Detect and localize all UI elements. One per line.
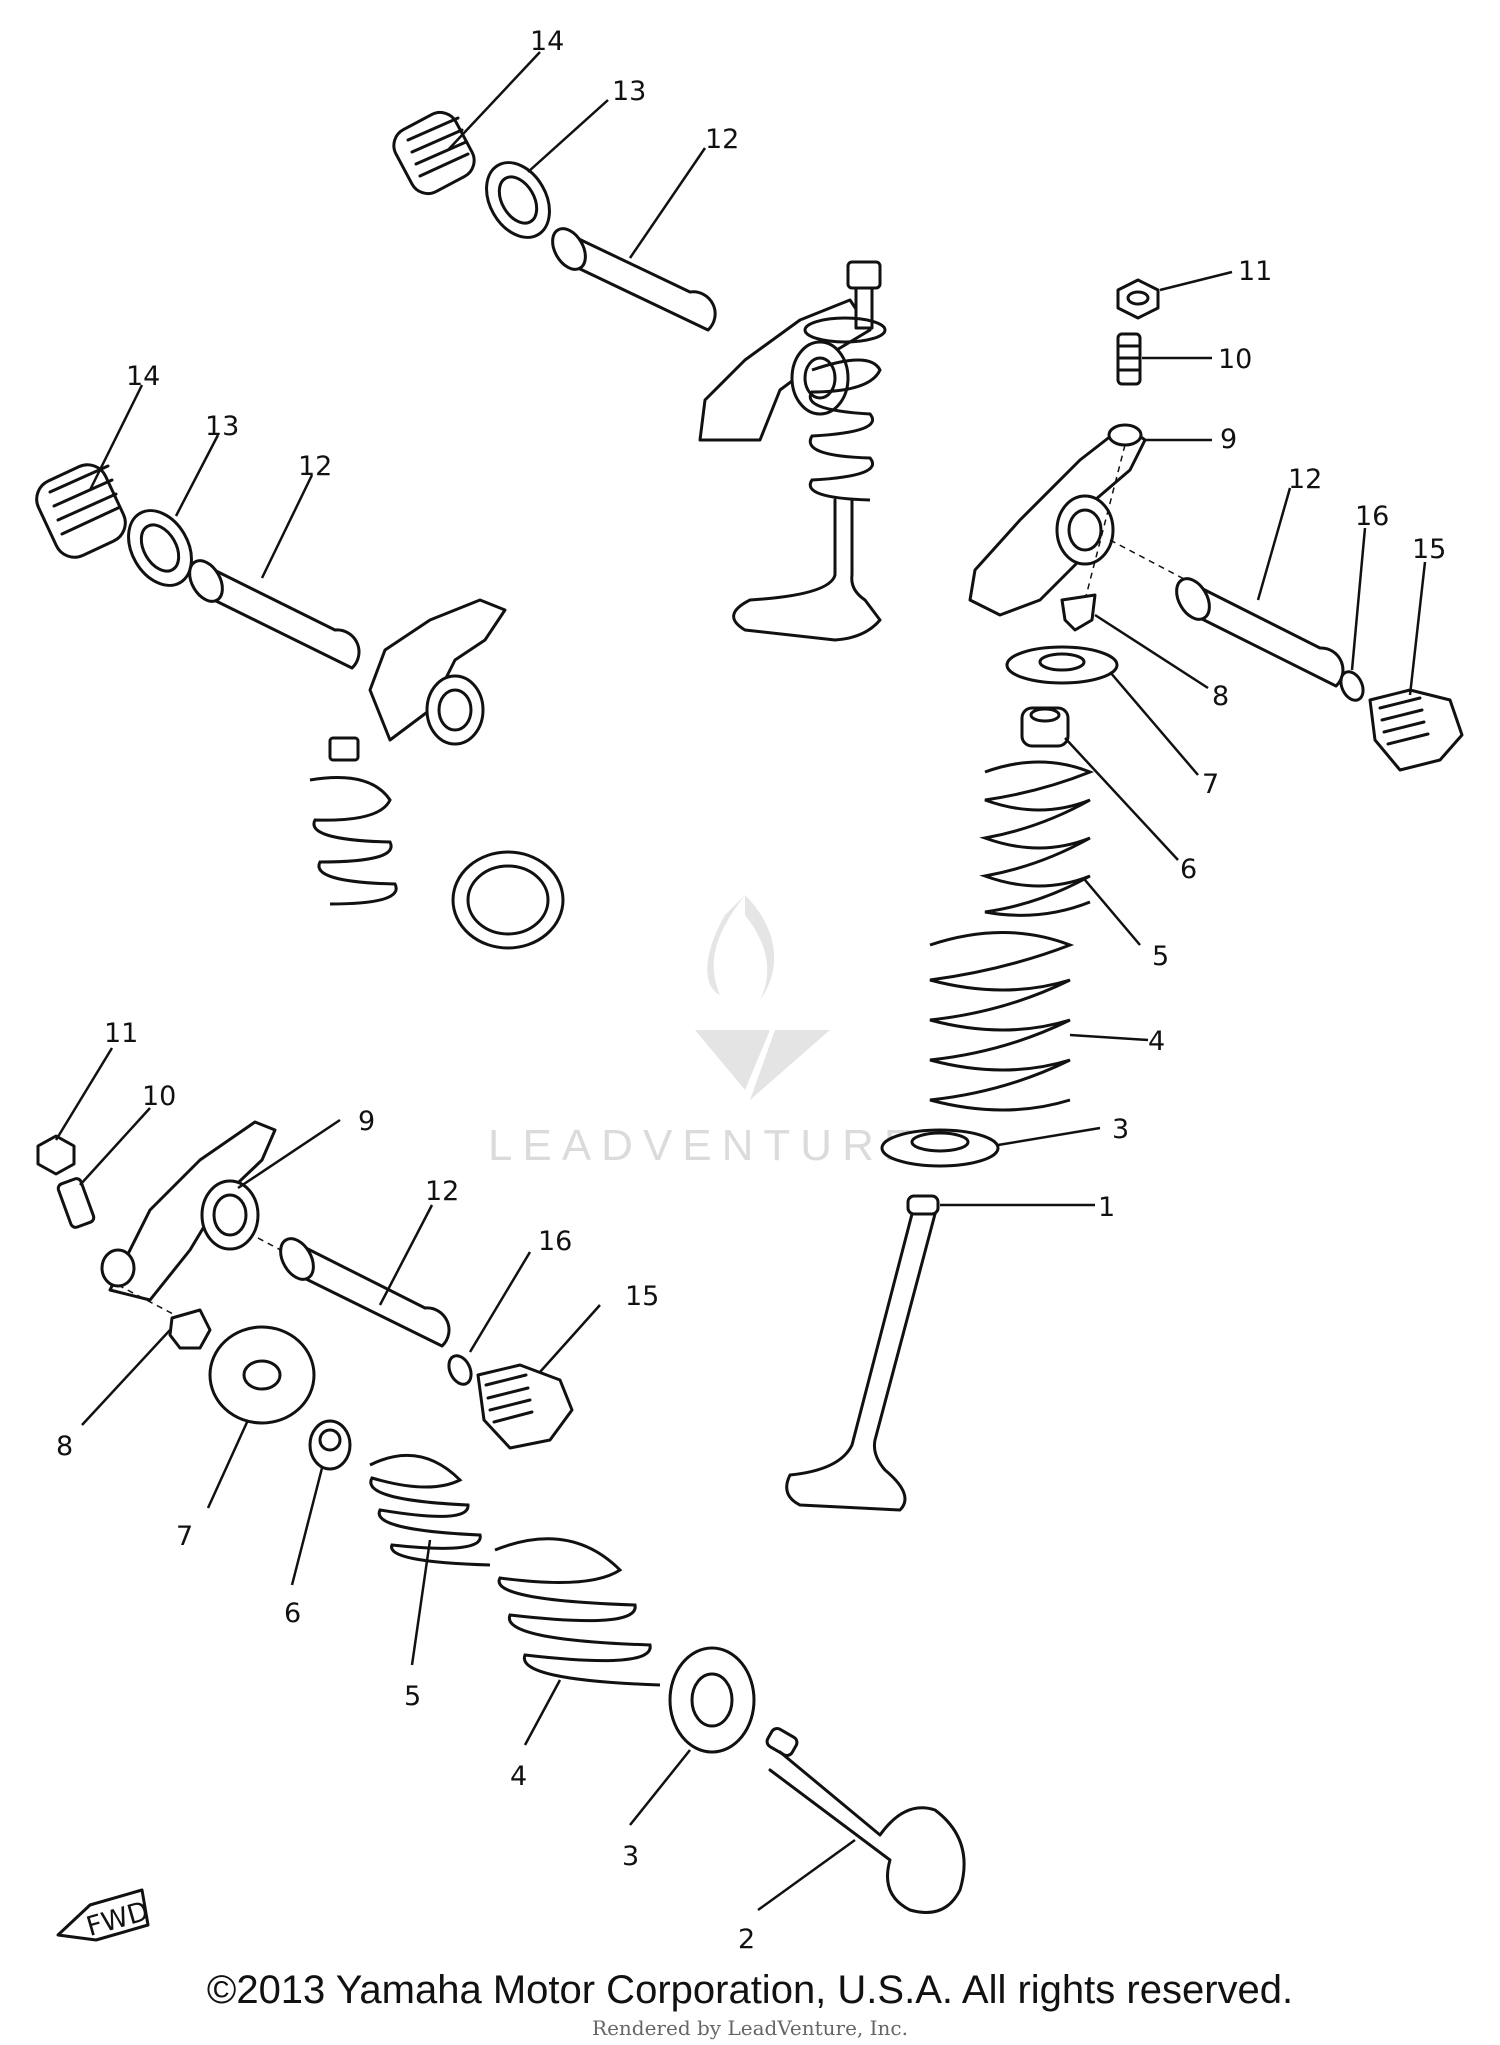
right-seat-3 xyxy=(880,1128,1000,1168)
bottom-seal-6 xyxy=(308,1419,352,1471)
left-washer-13 xyxy=(127,509,193,587)
bottom-plug-15 xyxy=(476,1363,574,1450)
watermark-text: LEADVENTURE xyxy=(488,1121,923,1170)
callout-13: 13 xyxy=(612,76,646,107)
top-valve-assembly xyxy=(732,260,887,642)
callout-4: 4 xyxy=(1148,1026,1165,1057)
callout-3: 3 xyxy=(1112,1114,1129,1145)
bottom-rocker-arm-9 xyxy=(100,1120,277,1302)
right-outer-spring-4 xyxy=(929,931,1075,1112)
right-seal-6 xyxy=(1020,706,1070,748)
watermark-v-icon xyxy=(695,1030,830,1100)
callout-3: 3 xyxy=(622,1841,639,1872)
bottom-valve-2 xyxy=(765,1727,966,1914)
callout-1: 1 xyxy=(1098,1192,1115,1223)
left-shaft-12 xyxy=(188,559,361,670)
callout-14: 14 xyxy=(530,26,564,57)
top-plug-14 xyxy=(392,110,476,196)
callout-8: 8 xyxy=(1212,681,1229,712)
left-rocker-arm xyxy=(368,598,507,746)
callout-labels: 14 13 12 14 13 12 11 10 9 12 16 15 8 7 6… xyxy=(56,26,1446,1955)
callout-9: 9 xyxy=(1220,424,1237,455)
bottom-shaft-12 xyxy=(279,1237,451,1348)
callout-7: 7 xyxy=(176,1521,193,1552)
callout-9: 9 xyxy=(358,1106,375,1137)
bottom-seat-3 xyxy=(668,1646,756,1754)
callout-11: 11 xyxy=(104,1018,138,1049)
bottom-pad-8 xyxy=(168,1308,212,1350)
callout-15: 15 xyxy=(625,1281,659,1312)
right-oring-16 xyxy=(1339,670,1365,702)
callout-12: 12 xyxy=(705,124,739,155)
right-valve-1 xyxy=(785,1194,940,1512)
callout-10: 10 xyxy=(1218,344,1252,375)
rendered-by-note: Rendered by LeadVenture, Inc. xyxy=(592,2016,908,2040)
callout-5: 5 xyxy=(404,1681,421,1712)
callout-12: 12 xyxy=(1288,464,1322,495)
right-pad-8 xyxy=(1060,593,1097,632)
right-inner-spring-5 xyxy=(979,760,1095,917)
callout-16: 16 xyxy=(538,1226,572,1257)
top-shaft-12 xyxy=(551,227,717,332)
left-valve-assembly xyxy=(309,736,565,950)
callout-4: 4 xyxy=(510,1761,527,1792)
callout-13: 13 xyxy=(205,411,239,442)
callout-15: 15 xyxy=(1412,534,1446,565)
callout-16: 16 xyxy=(1355,501,1389,532)
callout-10: 10 xyxy=(142,1081,176,1112)
left-plug-14 xyxy=(35,463,127,559)
callout-12: 12 xyxy=(298,451,332,482)
bottom-adjuster-10 xyxy=(56,1177,96,1229)
right-retainer-7 xyxy=(1005,645,1119,685)
callout-12: 12 xyxy=(425,1176,459,1207)
right-plug-15 xyxy=(1368,688,1464,772)
watermark: LEADVENTURE xyxy=(488,895,923,1170)
fwd-arrow-icon: FWD xyxy=(56,1888,152,1943)
top-washer-13 xyxy=(485,161,551,239)
callout-7: 7 xyxy=(1202,769,1219,800)
right-rocker-arm-9 xyxy=(968,423,1147,617)
bottom-oring-16 xyxy=(447,1354,473,1386)
copyright-notice: ©2013 Yamaha Motor Corporation, U.S.A. A… xyxy=(206,1968,1294,2012)
right-shaft-12 xyxy=(1175,577,1345,688)
right-adjuster-10 xyxy=(1116,332,1142,386)
watermark-flame-icon xyxy=(707,895,775,1000)
callout-5: 5 xyxy=(1152,941,1169,972)
bottom-outer-spring-4 xyxy=(494,1537,661,1687)
callout-11: 11 xyxy=(1238,256,1272,287)
callout-6: 6 xyxy=(284,1598,301,1629)
callout-8: 8 xyxy=(56,1431,73,1462)
leader-lines xyxy=(54,51,1427,1912)
top-rocker-arm xyxy=(698,298,872,442)
right-nut-11 xyxy=(1116,278,1160,320)
callout-2: 2 xyxy=(738,1924,755,1955)
callout-6: 6 xyxy=(1180,854,1197,885)
bottom-nut-11 xyxy=(36,1134,76,1176)
bottom-inner-spring-5 xyxy=(369,1453,491,1567)
callout-14: 14 xyxy=(126,361,160,392)
bottom-retainer-7 xyxy=(208,1325,316,1425)
